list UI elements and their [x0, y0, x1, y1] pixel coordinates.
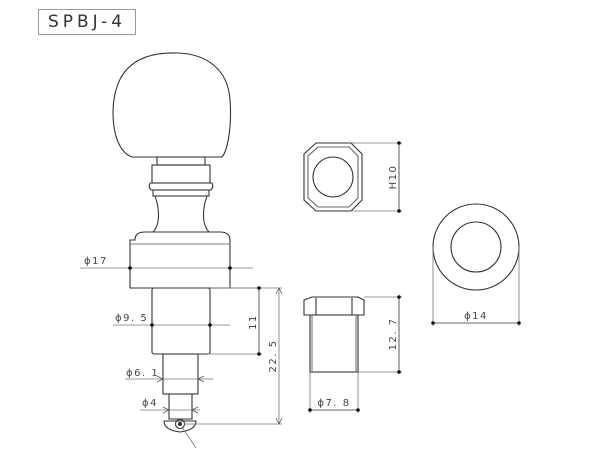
hex-nut-side: [303, 296, 365, 316]
dim-d14: ϕ14: [464, 311, 488, 322]
shaft: [151, 287, 211, 355]
dim-d9-5: ϕ9. 5: [115, 313, 148, 324]
dim-d4: ϕ4: [142, 398, 158, 409]
dim-11: 11: [248, 314, 259, 330]
collar: [129, 231, 231, 289]
dim-d7-8: ϕ7. 8: [317, 398, 350, 409]
knob: [112, 52, 232, 158]
dim-h10: H10: [388, 165, 399, 190]
washer-outer: [432, 203, 520, 291]
dim-22-5: 22. 5: [268, 340, 279, 373]
washer-inner: [450, 221, 502, 273]
dim-d17: ϕ17: [84, 256, 108, 267]
model-title: SPBJ-4: [38, 9, 136, 35]
dim-d6-1: ϕ6. 1: [126, 368, 159, 379]
dim-12-7: 12. 7: [388, 318, 399, 351]
hex-nut-top: [303, 142, 363, 212]
